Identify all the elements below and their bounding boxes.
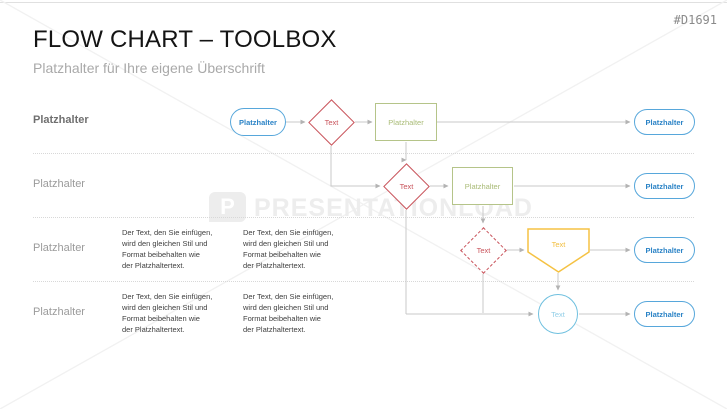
process-2-label: Platzhalter	[464, 181, 501, 191]
process-1-label: Platzhalter	[388, 117, 424, 127]
start-terminator[interactable]: Platzhalter	[230, 108, 286, 136]
decision-3[interactable]: Text	[460, 227, 507, 274]
end-terminator-3[interactable]: Platzhalter	[634, 237, 695, 263]
decision-3-label: Text	[476, 246, 491, 255]
lane-separator-2	[33, 217, 694, 218]
lane-label-1: Platzhalter	[33, 114, 89, 126]
decision-2-label: Text	[399, 182, 414, 191]
process-2[interactable]: Platzhalter	[452, 167, 513, 205]
decision-2[interactable]: Text	[383, 163, 430, 210]
placeholder-paragraph-lane3-col2: Der Text, den Sie einfügen, wird den gle…	[243, 228, 334, 270]
lane-label-2: Platzhalter	[33, 178, 85, 190]
end-terminator-4-label: Platzhalter	[645, 309, 684, 319]
placeholder-paragraph-lane4-col2: Der Text, den Sie einfügen, wird den gle…	[243, 292, 334, 334]
end-terminator-3-label: Platzhalter	[645, 245, 684, 255]
connector-decision1-to-decision2	[330, 146, 381, 189]
start-terminator-label: Platzhalter	[239, 117, 277, 127]
lane-separator-3	[33, 281, 694, 282]
end-terminator-2[interactable]: Platzhalter	[634, 173, 695, 199]
watermark-logo-letter: P	[220, 194, 235, 219]
decision-1[interactable]: Text	[308, 99, 355, 146]
process-1[interactable]: Platzhalter	[375, 103, 437, 141]
offpage-connector-shape[interactable]	[527, 228, 590, 273]
connector-circle[interactable]: Text	[538, 294, 578, 334]
end-terminator-2-label: Platzhalter	[645, 181, 684, 191]
end-terminator-1[interactable]: Platzhalter	[634, 109, 695, 135]
lane-label-4: Platzhalter	[33, 306, 85, 318]
lane-separator-1	[33, 153, 694, 154]
page-title: FLOW CHART – TOOLBOX	[33, 26, 337, 53]
connector-circle-label: Text	[551, 309, 565, 319]
top-divider	[0, 2, 727, 3]
lane-label-3: Platzhalter	[33, 242, 85, 254]
end-terminator-1-label: Platzhalter	[645, 117, 684, 127]
end-terminator-4[interactable]: Platzhalter	[634, 301, 695, 327]
product-code: #D1691	[673, 13, 717, 27]
offpage-connector-label: Text	[551, 239, 566, 249]
placeholder-paragraph-lane3-col1: Der Text, den Sie einfügen, wird den gle…	[122, 228, 213, 270]
placeholder-paragraph-lane4-col1: Der Text, den Sie einfügen, wird den gle…	[122, 292, 213, 334]
decision-1-label: Text	[324, 118, 339, 127]
page-subtitle: Platzhalter für Ihre eigene Überschrift	[33, 60, 265, 76]
